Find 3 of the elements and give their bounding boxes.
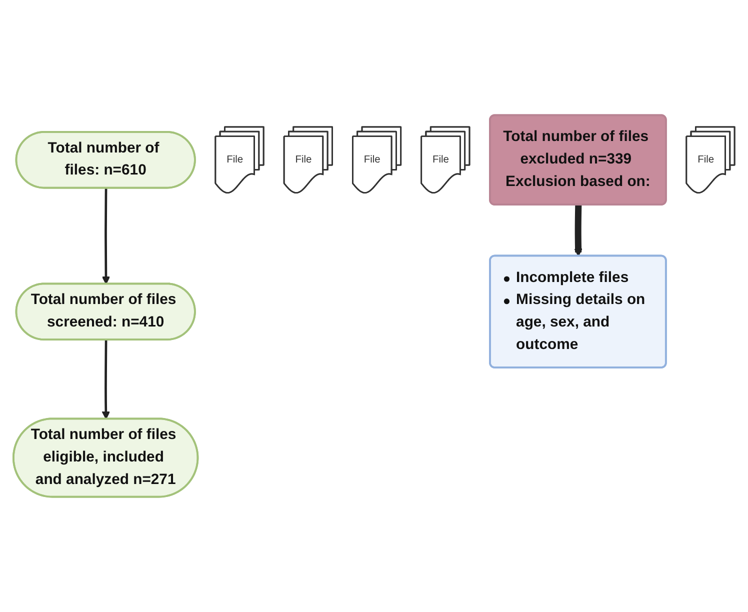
arrow	[574, 204, 582, 257]
arrow	[102, 188, 110, 284]
arrow	[102, 340, 110, 420]
